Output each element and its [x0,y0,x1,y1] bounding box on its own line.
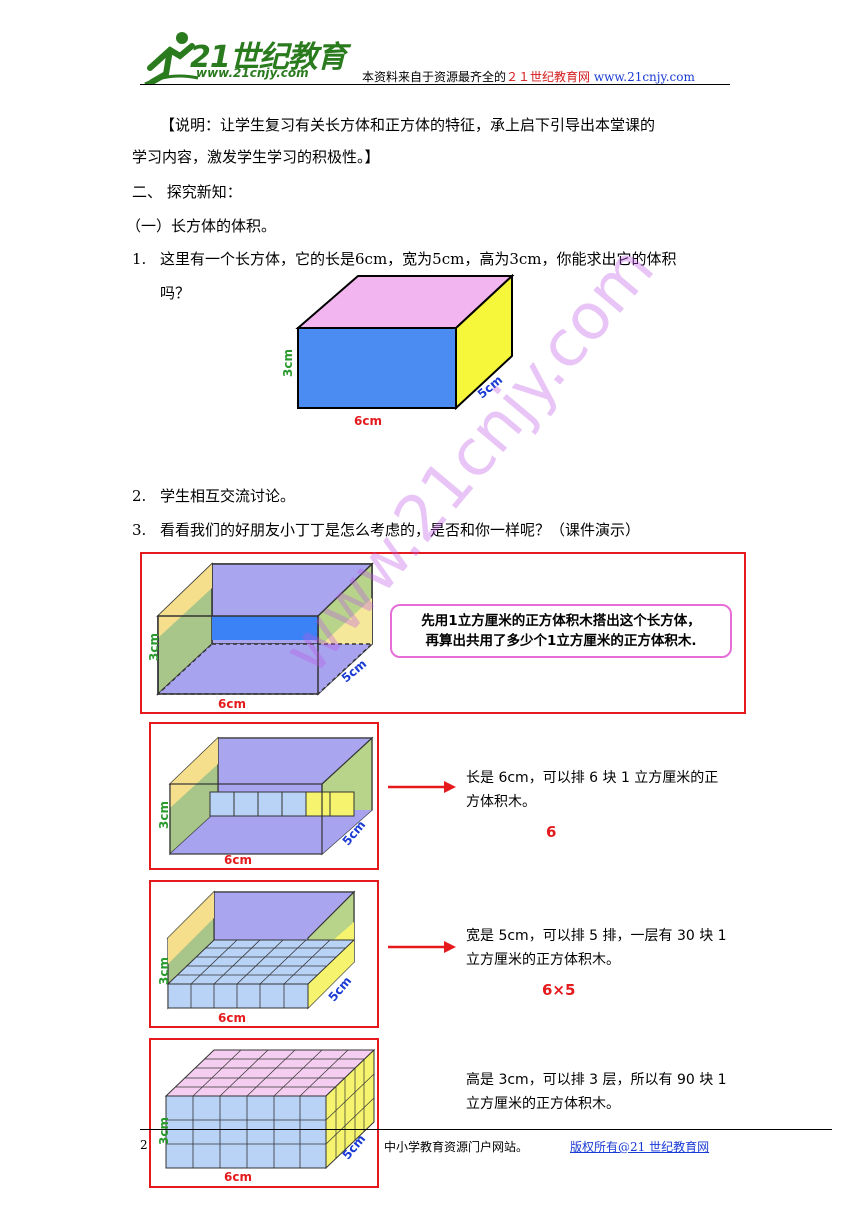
footer-text: 中小学教育资源门户网站。 [384,1140,529,1154]
main-height-label: 3cm [280,349,295,377]
bubble-line2: 再算出共用了多少个1立方厘米的正方体积木. [425,633,697,649]
step1-arrow-icon [388,781,456,793]
step2-formula: 6×5 [542,981,576,999]
step2-line2: 立方厘米的正方体积木。 [466,952,620,968]
demo1-length-label: 6cm [218,697,246,711]
q1-text: 这里有一个长方体，它的长是6cm，宽为5cm，高为3cm，你能求出它的体积 [160,250,677,268]
q2-number: 2. [132,487,147,505]
step3-height-label: 3cm [156,1117,171,1145]
subsection-heading: （一）长方体的体积。 [126,217,277,235]
step3-figure [164,1048,376,1170]
step1-line2: 方体积木。 [466,794,536,810]
header-divider [140,84,730,85]
demo-box-step1 [149,722,379,870]
footer-divider [140,1129,832,1130]
header-note-url[interactable]: www.21cnjy.com [593,70,695,84]
q1-text-cont: 吗？ [160,284,191,302]
step3-line2: 立方厘米的正方体积木。 [466,1096,620,1112]
step2-height-label: 3cm [156,957,171,985]
main-length-label: 6cm [354,414,382,428]
demo1-height-label: 3cm [146,633,161,661]
logo [140,28,350,86]
step3-line1: 高是 3cm，可以排 3 层，所以有 90 块 1 [466,1072,727,1088]
cuboid-figure [295,273,515,411]
step1-formula: 6 [546,823,557,841]
header-note-site[interactable]: ２１世纪教育网 [506,70,591,84]
step2-figure [166,890,356,1010]
section-heading: 二、 探究新知： [132,183,242,201]
bubble-line1: 先用1立方厘米的正方体积木搭出这个长方体， [421,613,701,629]
speech-bubble: 先用1立方厘米的正方体积木搭出这个长方体， 再算出共用了多少个1立方厘米的正方体… [390,604,732,658]
demo-box-step3 [149,1038,379,1188]
step1-length-label: 6cm [224,853,252,867]
header-note-prefix: 本资料来自于资源最齐全的 [362,70,507,84]
footer-copyright-link[interactable]: 版权所有@21 世纪教育网 [570,1140,710,1154]
header-note: 本资料来自于资源最齐全的２１世纪教育网 www.21cnjy.com [362,68,695,85]
step2-length-label: 6cm [218,1011,246,1025]
step1-height-label: 3cm [156,801,171,829]
step1-text: 长是 6cm，可以排 6 块 1 立方厘米的正 方体积木。 [466,766,761,814]
q2-text: 学生相互交流讨论。 [160,487,296,505]
step1-figure [168,736,374,856]
explain-line1: 【说明：让学生复习有关长方体和正方体的特征，承上启下引导出本堂课的 [160,116,656,134]
explain-line2: 学习内容，激发学生学习的积极性。】 [132,148,380,166]
demo-box-step2 [149,880,379,1028]
step3-length-label: 6cm [224,1170,252,1184]
q3-number: 3. [132,521,147,539]
step2-text: 宽是 5cm，可以排 5 排，一层有 30 块 1 立方厘米的正方体积木。 [466,924,761,972]
step2-line1: 宽是 5cm，可以排 5 排，一层有 30 块 1 [466,928,727,944]
step1-line1: 长是 6cm，可以排 6 块 1 立方厘米的正 [466,770,719,786]
q3-text: 看看我们的好朋友小丁丁是怎么考虑的，是否和你一样呢？（课件演示） [160,521,641,539]
logo-text: 21世纪教育 [190,40,347,75]
step3-text: 高是 3cm，可以排 3 层，所以有 90 块 1 立方厘米的正方体积木。 [466,1068,761,1116]
q1-number: 1. [132,250,147,268]
demo-cuboid-empty [156,562,374,696]
logo-url: www.21cnjy.com [196,66,309,80]
demo-box-intro [140,552,746,714]
step2-arrow-icon [388,941,456,953]
page-number: 2 [140,1138,148,1152]
